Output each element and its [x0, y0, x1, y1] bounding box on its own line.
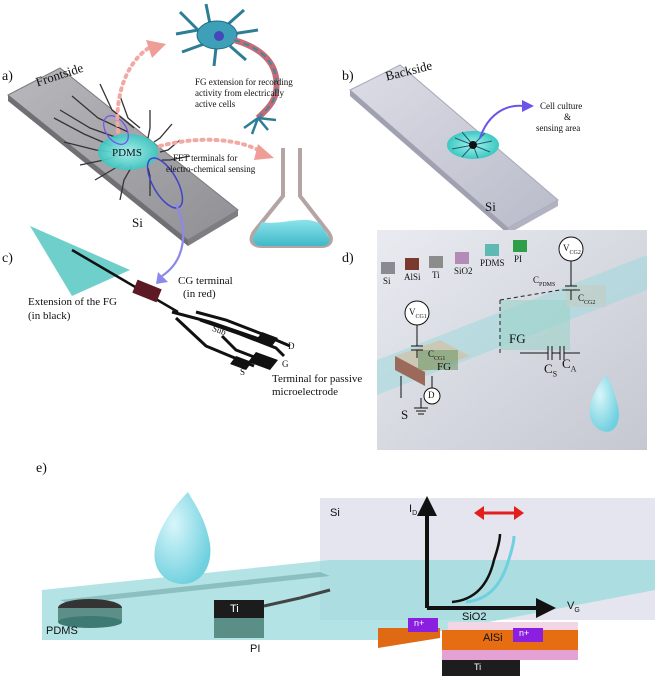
si-label-a: Si: [132, 215, 143, 230]
s-terminal-label: S: [240, 367, 246, 377]
legend-pi: PI: [514, 254, 523, 264]
panel-b-graphic: [349, 64, 559, 234]
droplet-icon: [589, 375, 619, 432]
vcg1-label: VCG1: [409, 307, 427, 320]
fg-extension-text-1: FG extension for recording: [195, 77, 293, 87]
id-axis-label: ID: [409, 503, 418, 518]
neuron-icon: [175, 3, 280, 135]
passive-electrode-text-2: microelectrode: [272, 386, 338, 398]
fg-label-small: FG: [437, 361, 452, 373]
cell-culture-text-3: sensing area: [536, 123, 581, 133]
fg-extension-text-3: active cells: [195, 99, 236, 109]
panel-d-graphic: [377, 230, 647, 450]
sio2-label: SiO2: [462, 611, 487, 623]
n-plus-right: n+: [519, 628, 530, 638]
fg-extension: [30, 226, 130, 296]
panel-e-graphic: [42, 492, 655, 676]
fg-extension-caption-1: Extension of the FG: [28, 296, 117, 308]
panel-a-letter: a): [2, 69, 13, 84]
droplet-icon-e: [154, 492, 211, 584]
flask-icon: [249, 148, 333, 248]
ti-layer: [442, 660, 520, 676]
d-terminal-label: D: [288, 341, 295, 351]
ti-label-top: Ti: [230, 603, 239, 615]
cs-label: CS: [544, 361, 558, 379]
panel-b-letter: b): [342, 69, 354, 84]
ccg2-label: CCG2: [578, 293, 596, 306]
legend-sio2: SiO2: [454, 266, 473, 276]
fg-label-large: FG: [509, 331, 526, 346]
alsi-label: AlSi: [483, 632, 503, 644]
fet-terminals-text-2: electro-chemical sensing: [166, 164, 256, 174]
si-label-b: Si: [485, 199, 496, 214]
vg-axis-label: VG: [567, 600, 580, 615]
panel-d-letter: d): [342, 251, 354, 266]
fg-extension-text-2: activity from electrically: [195, 88, 284, 98]
pi-label-e: PI: [250, 643, 261, 655]
pdms-label-e: PDMS: [46, 625, 78, 637]
fet-terminals-text-1: FET terminals for: [173, 153, 238, 163]
cell-culture-text-1: Cell culture: [540, 101, 583, 111]
legend-pdms: PDMS: [480, 258, 505, 268]
panel-a-graphic: [7, 3, 333, 284]
cell-culture-text-2: &: [564, 112, 572, 122]
alsi-layer: [442, 630, 578, 650]
vcg2-label: VCG2: [563, 243, 581, 256]
n-plus-left: n+: [414, 618, 425, 628]
pdms-label: PDMS: [112, 147, 142, 159]
cpdms-label: CPDMS: [533, 275, 556, 288]
legend-ti: Ti: [432, 270, 440, 280]
fg-extension-caption-2: (in black): [28, 310, 71, 322]
cg-terminal-text-1: CG terminal: [178, 275, 233, 287]
cg-terminal: [132, 279, 162, 303]
panel-c-graphic: [30, 226, 291, 370]
ccg1-label: CCG1: [428, 349, 446, 362]
cg-terminal-text-2: (in red): [183, 288, 216, 300]
passive-electrode-text-1: Terminal for passive: [272, 373, 363, 385]
g-terminal-label: G: [282, 359, 289, 369]
panel-e-letter: e): [36, 461, 47, 476]
panel-c-letter: c): [2, 251, 13, 266]
legend-alsi: AlSi: [404, 272, 421, 282]
legend-si: Si: [383, 276, 391, 286]
d-label-d: D: [428, 390, 435, 400]
ti-label-bottom: Ti: [474, 662, 482, 672]
si-label-e: Si: [330, 507, 340, 519]
ca-label: CA: [562, 356, 577, 374]
s-label-d: S: [401, 407, 409, 422]
pdms-well: [98, 134, 158, 170]
ti-pad: [214, 588, 331, 638]
pdms-disk: [58, 599, 122, 628]
id-vg-plot: [417, 496, 556, 618]
